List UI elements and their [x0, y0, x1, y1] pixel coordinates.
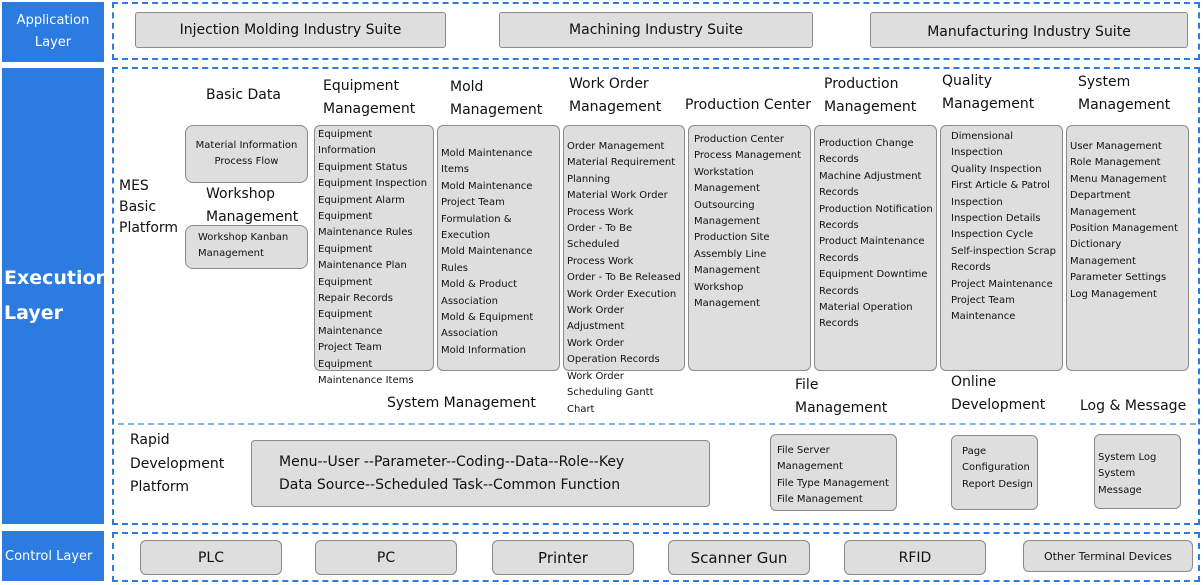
application-layer-label: Application Layer	[2, 2, 104, 62]
workshop-management-title: Workshop Management	[206, 186, 299, 225]
execution-layer-label: Execution Layer	[2, 68, 109, 524]
rdp-system-management-line2: Data Source--Scheduled Task--Common Func…	[279, 477, 621, 493]
execution-layer-frame	[112, 67, 1200, 525]
application-layer-frame	[112, 2, 1200, 60]
production-center-list[interactable]: Production Center Process Management Wor…	[688, 125, 811, 371]
rapid-development-platform-label: Rapid Development Platform	[130, 432, 225, 495]
equipment-management-list[interactable]: Equipment Information Equipment Status E…	[314, 125, 434, 386]
mes-platform-label: MES Basic Platform	[119, 178, 179, 236]
work-order-management-list[interactable]: Order Management Material Requirement Pl…	[563, 125, 685, 415]
mold-management-list[interactable]: Mold Maintenance Items Mold Maintenance …	[437, 125, 560, 371]
work-order-management-title: Work Order Management	[569, 76, 662, 115]
basic-data-title: Basic Data	[206, 87, 281, 103]
log-message-title: Log & Message	[1080, 398, 1187, 414]
pc-device[interactable]: PC	[315, 540, 457, 575]
scanner-gun-device[interactable]: Scanner Gun	[668, 540, 810, 575]
printer-device[interactable]: Printer	[492, 540, 634, 575]
log-message-list[interactable]: System Log System Message	[1094, 434, 1181, 509]
quality-management-list[interactable]: Dimensional Inspection Quality Inspectio…	[940, 125, 1063, 371]
execution-divider	[118, 423, 1196, 425]
production-management-title: Production Management	[824, 76, 917, 115]
control-layer-frame	[112, 532, 1200, 582]
system-management-module-list[interactable]: User Management Role Management Menu Man…	[1066, 125, 1189, 371]
rdp-system-management-line1: Menu--User --Parameter--Coding--Data--Ro…	[279, 454, 625, 470]
rfid-device[interactable]: RFID	[844, 540, 986, 575]
injection-molding-suite[interactable]: Injection Molding Industry Suite	[135, 12, 446, 48]
file-management-list[interactable]: File Server Management File Type Managem…	[770, 434, 897, 511]
online-development-list[interactable]: Page Configuration Report Design	[951, 435, 1038, 510]
production-management-list[interactable]: Production Change Records Machine Adjust…	[814, 125, 937, 371]
control-layer-label: Control Layer	[2, 531, 104, 581]
workshop-management-box[interactable]: Workshop Kanban Management	[185, 225, 308, 269]
other-terminal-devices[interactable]: Other Terminal Devices	[1023, 540, 1193, 572]
equipment-management-title: Equipment Management	[323, 78, 416, 117]
rdp-system-management-box[interactable]: Menu--User --Parameter--Coding--Data--Ro…	[251, 440, 710, 507]
basic-data-box[interactable]: Material Information Process Flow	[185, 125, 308, 183]
mold-management-title: Mold Management	[450, 79, 543, 118]
file-management-title: File Management	[795, 377, 888, 416]
machining-suite[interactable]: Machining Industry Suite	[499, 12, 813, 48]
quality-management-title: Quality Management	[942, 73, 1035, 112]
rdp-system-management-title: System Management	[387, 395, 536, 411]
system-management-module-title: System Management	[1078, 74, 1171, 113]
online-development-title: Online Development	[951, 374, 1046, 413]
manufacturing-suite[interactable]: Manufacturing Industry Suite	[870, 12, 1188, 48]
production-center-title: Production Center	[685, 97, 812, 113]
plc-device[interactable]: PLC	[140, 540, 282, 575]
